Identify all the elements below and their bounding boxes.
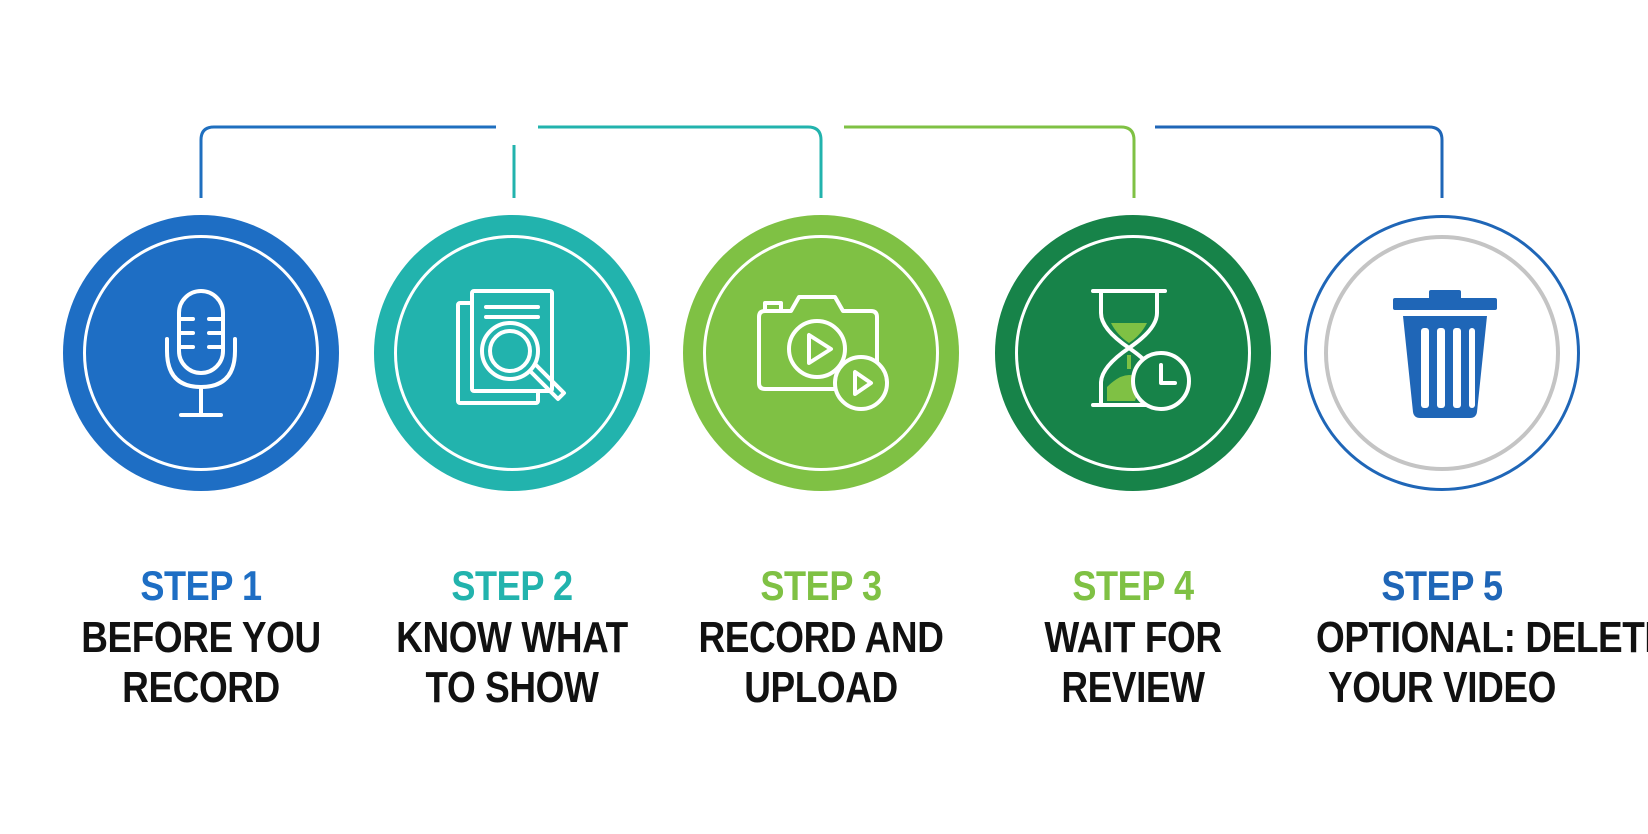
step-4-title: WAIT FOR REVIEW bbox=[1007, 613, 1259, 713]
step-2-badge-ring bbox=[394, 235, 630, 471]
step-1-title-line-1: BEFORE YOU bbox=[81, 613, 321, 662]
step-2-title-line-2: TO SHOW bbox=[425, 663, 599, 712]
step-5-badge-ring bbox=[1324, 235, 1560, 471]
step-3-title-line-2: UPLOAD bbox=[744, 663, 898, 712]
step-3-title-line-1: RECORD AND bbox=[698, 613, 944, 662]
step-5-title: OPTIONAL: DELETE YOUR VIDEO bbox=[1316, 613, 1648, 713]
step-2-title: KNOW WHAT TO SHOW bbox=[386, 613, 638, 713]
step-5-number: STEP 5 bbox=[1381, 562, 1503, 609]
step-5-title-line-2: YOUR VIDEO bbox=[1328, 663, 1556, 712]
connector-step3-step4 bbox=[844, 125, 1136, 198]
step-1: STEP 1 BEFORE YOU RECORD bbox=[51, 215, 351, 713]
step-2-number: STEP 2 bbox=[451, 562, 573, 609]
step-5-title-line-1: OPTIONAL: DELETE bbox=[1316, 613, 1648, 662]
step-4-badge bbox=[995, 215, 1271, 491]
step-1-number: STEP 1 bbox=[140, 562, 262, 609]
step-1-title: BEFORE YOU RECORD bbox=[75, 613, 327, 713]
step-2-title-line-1: KNOW WHAT bbox=[396, 613, 628, 662]
connector-step1-step2 bbox=[199, 125, 496, 198]
hourglass-clock-icon bbox=[1091, 289, 1191, 411]
step-2-badge bbox=[374, 215, 650, 491]
connector-step4-step5 bbox=[1155, 125, 1444, 198]
step-3-badge bbox=[683, 215, 959, 491]
step-4-title-line-1: WAIT FOR bbox=[1044, 613, 1222, 662]
step-4-number: STEP 4 bbox=[1072, 562, 1194, 609]
step-3-title: RECORD AND UPLOAD bbox=[695, 613, 947, 713]
step-2: STEP 2 KNOW WHAT TO SHOW bbox=[362, 215, 662, 713]
document-search-icon bbox=[456, 289, 566, 405]
step-4: STEP 4 WAIT FOR REVIEW bbox=[983, 215, 1283, 713]
step-4-title-line-2: REVIEW bbox=[1061, 663, 1205, 712]
step-5-badge bbox=[1304, 215, 1580, 491]
step-3-number: STEP 3 bbox=[760, 562, 882, 609]
video-camera-icon bbox=[757, 295, 889, 411]
step-1-title-line-2: RECORD bbox=[122, 663, 280, 712]
step-1-badge bbox=[63, 215, 339, 491]
step-1-badge-ring bbox=[83, 235, 319, 471]
trash-icon bbox=[1393, 290, 1497, 418]
step-5: STEP 5 OPTIONAL: DELETE YOUR VIDEO bbox=[1292, 215, 1648, 713]
microphone-icon bbox=[165, 289, 237, 417]
connector-step2-step3 bbox=[538, 125, 823, 198]
step-4-badge-ring bbox=[1015, 235, 1251, 471]
step-3: STEP 3 RECORD AND UPLOAD bbox=[671, 215, 971, 713]
step-3-badge-ring bbox=[703, 235, 939, 471]
